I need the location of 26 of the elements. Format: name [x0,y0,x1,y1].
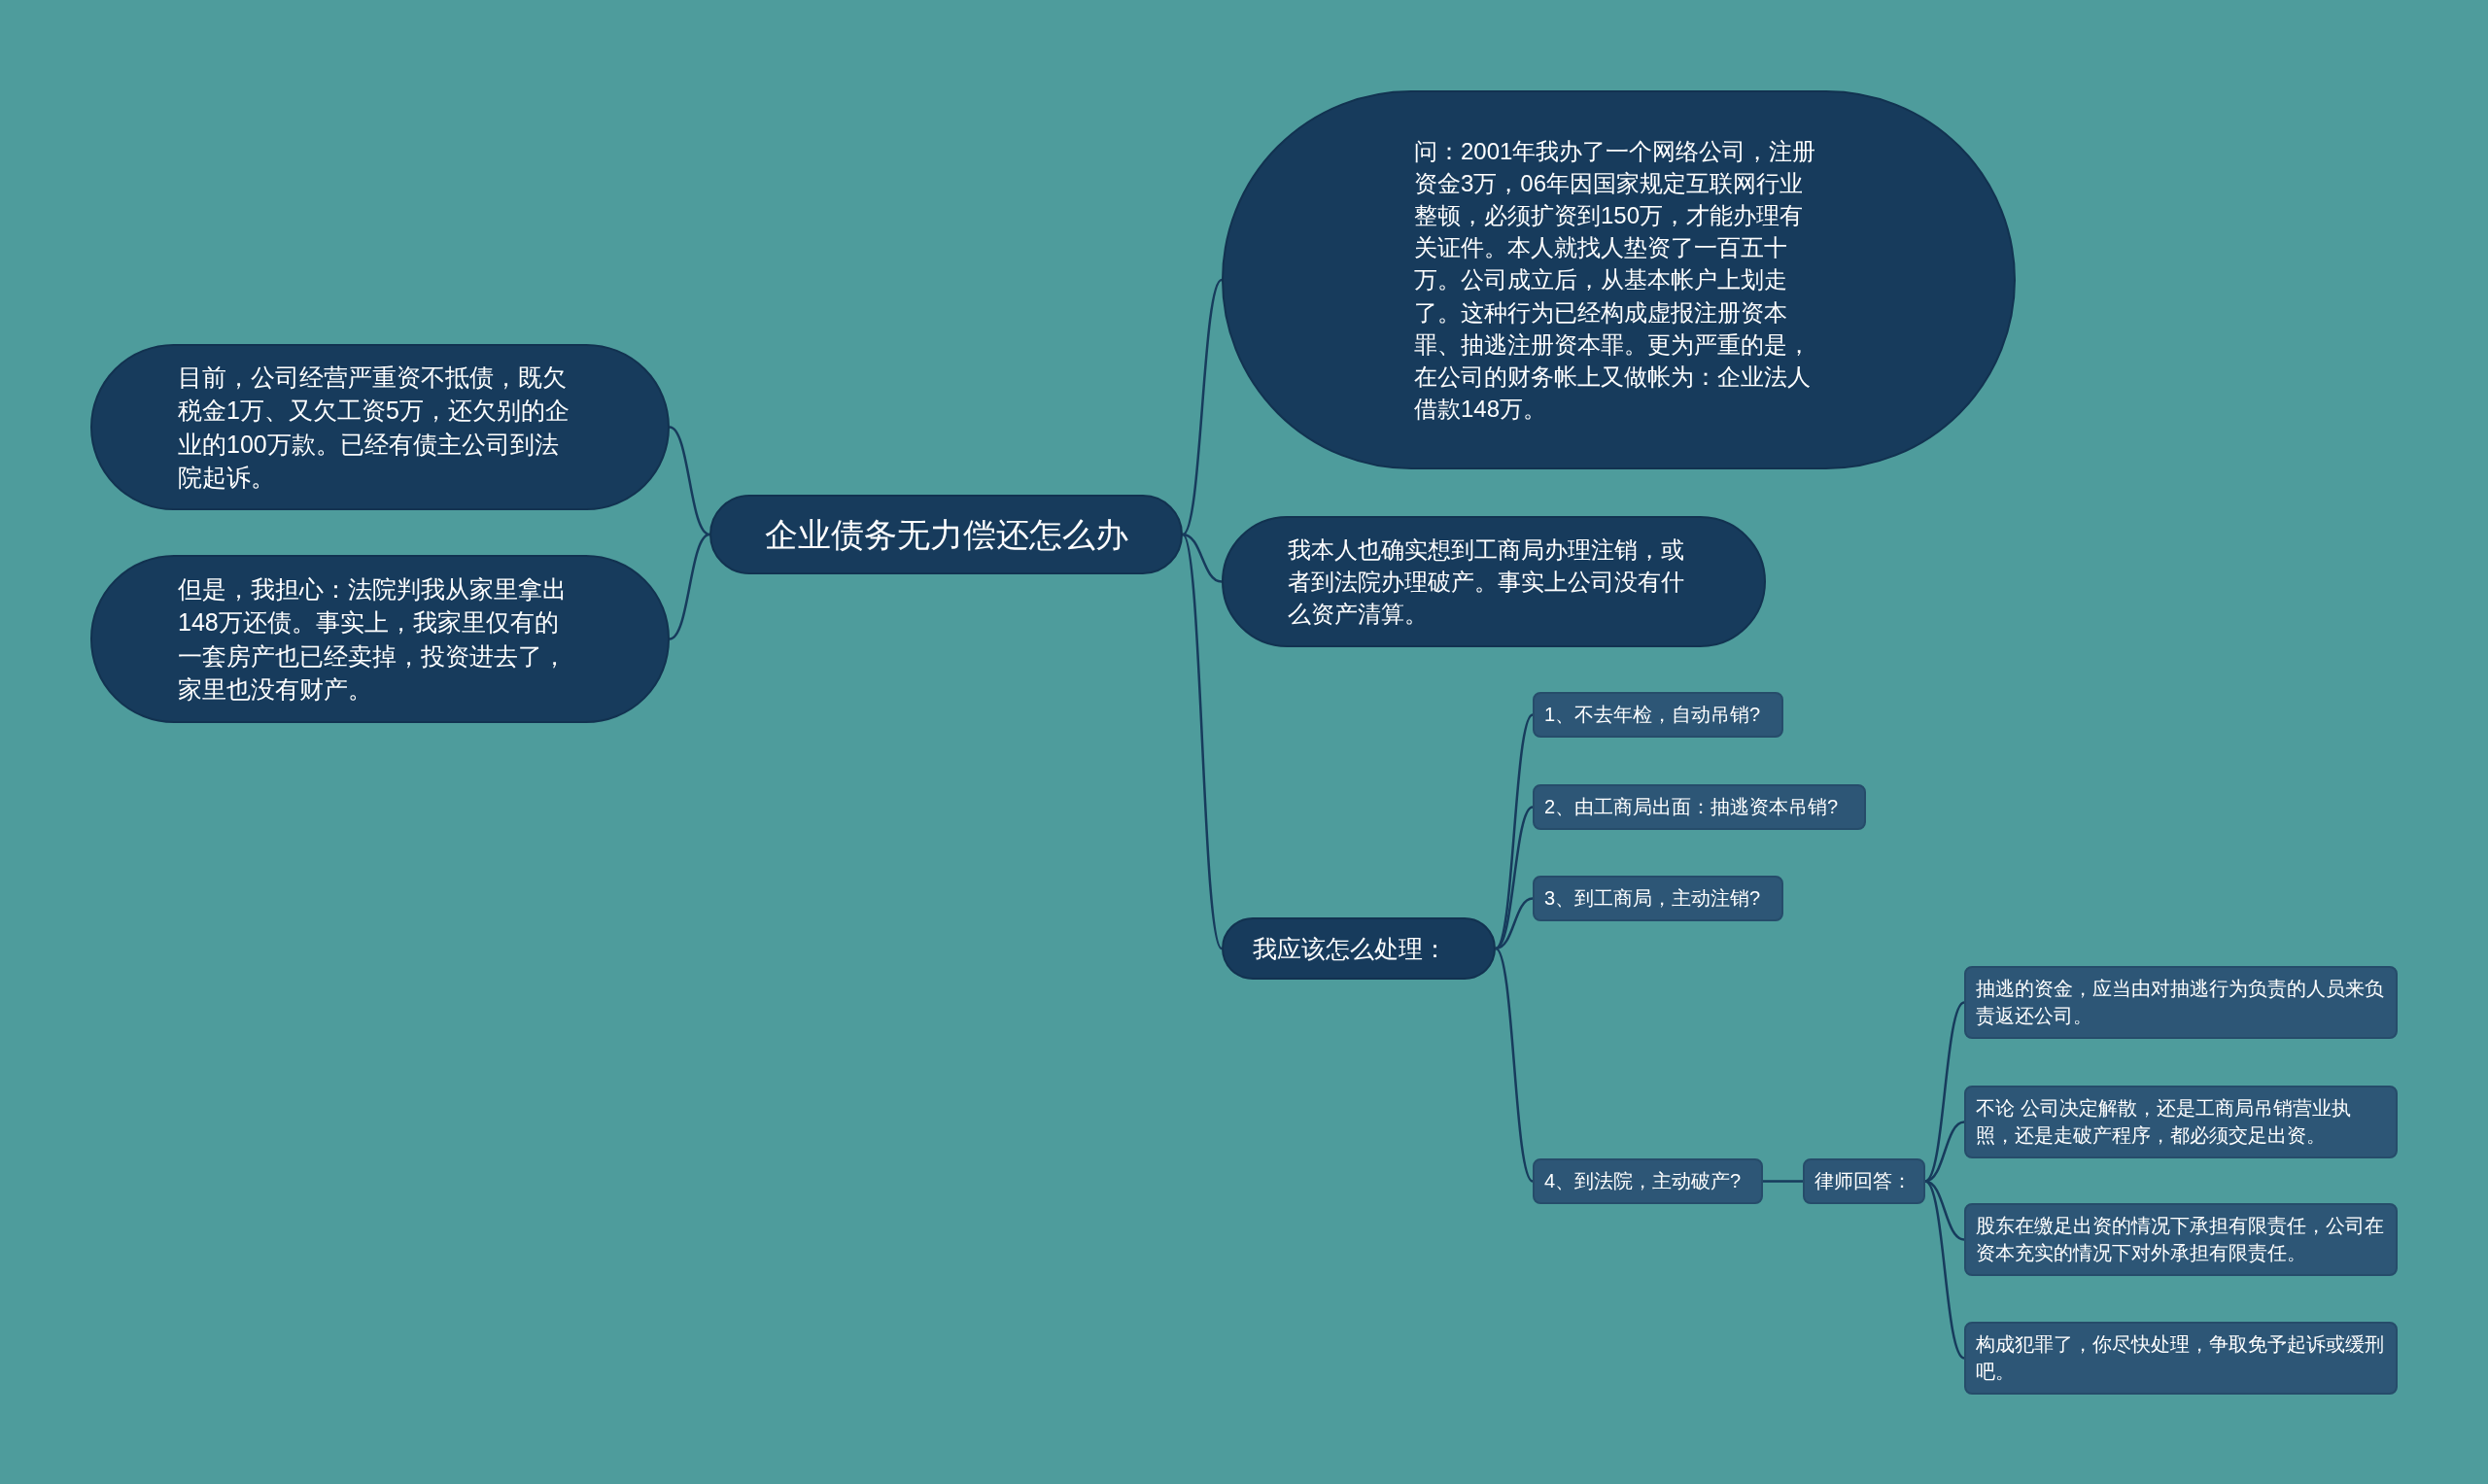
branch-node: 目前，公司经营严重资不抵债，既欠税金1万、又欠工资5万，还欠别的企业的100万款。已经有债主公司到法院起诉。 [90,344,670,510]
answer-node: 构成犯罪了，你尽快处理，争取免予起诉或缓刑吧。 [1964,1322,2398,1395]
option-node: 3、到工商局，主动注销? [1533,876,1783,921]
option-node: 4、到法院，主动破产? [1533,1158,1763,1204]
connector-line [1182,279,1223,535]
connector-line [1495,897,1534,950]
connector-line [1495,948,1534,1183]
topic-node: 企业债务无力偿还怎么办 [709,495,1183,574]
answer-node: 股东在缴足出资的情况下承担有限责任，公司在资本充实的情况下对外承担有限责任。 [1964,1203,2398,1276]
connector-line [669,426,710,536]
answer-node: 不论 公司决定解散，还是工商局吊销营业执照，还是走破产程序，都必须交足出资。 [1964,1086,2398,1158]
connector-line [1924,1121,1965,1183]
option-node: 1、不去年检，自动吊销? [1533,692,1783,738]
connector-line [1924,1001,1965,1183]
branch-node: 我应该怎么处理： [1222,917,1496,980]
branch-node: 但是，我担心：法院判我从家里拿出148万还债。事实上，我家里仅有的一套房产也已经卖掉，投资进去了，家里也没有财产。 [90,555,670,723]
answer-node: 抽逃的资金，应当由对抽逃行为负责的人员来负责返还公司。 [1964,966,2398,1039]
option-node: 2、由工商局出面：抽逃资本吊销? [1533,784,1866,830]
branch-node: 问：2001年我办了一个网络公司，注册资金3万，06年因国家规定互联网行业整顿，必须扩资到150万，才能办理有关证件。本人就找人垫资了一百五十万。公司成立后，从基本帐户上划走了。这种行为已经构成虚报注册资本罪、抽逃注册资本罪。更为严重的是，在公司的财务帐上又做帐为：企业法人借款148万。 [1222,90,2016,469]
connector-line [669,533,710,640]
connector-line [1763,1180,1803,1183]
connector-line [1182,533,1223,583]
connector-line [1181,534,1224,949]
answer-heading-node: 律师回答： [1803,1158,1925,1204]
branch-node: 我本人也确实想到工商局办理注销，或者到法院办理破产。事实上公司没有什么资产清算。 [1222,516,1766,647]
connector-line [1924,1180,1965,1360]
